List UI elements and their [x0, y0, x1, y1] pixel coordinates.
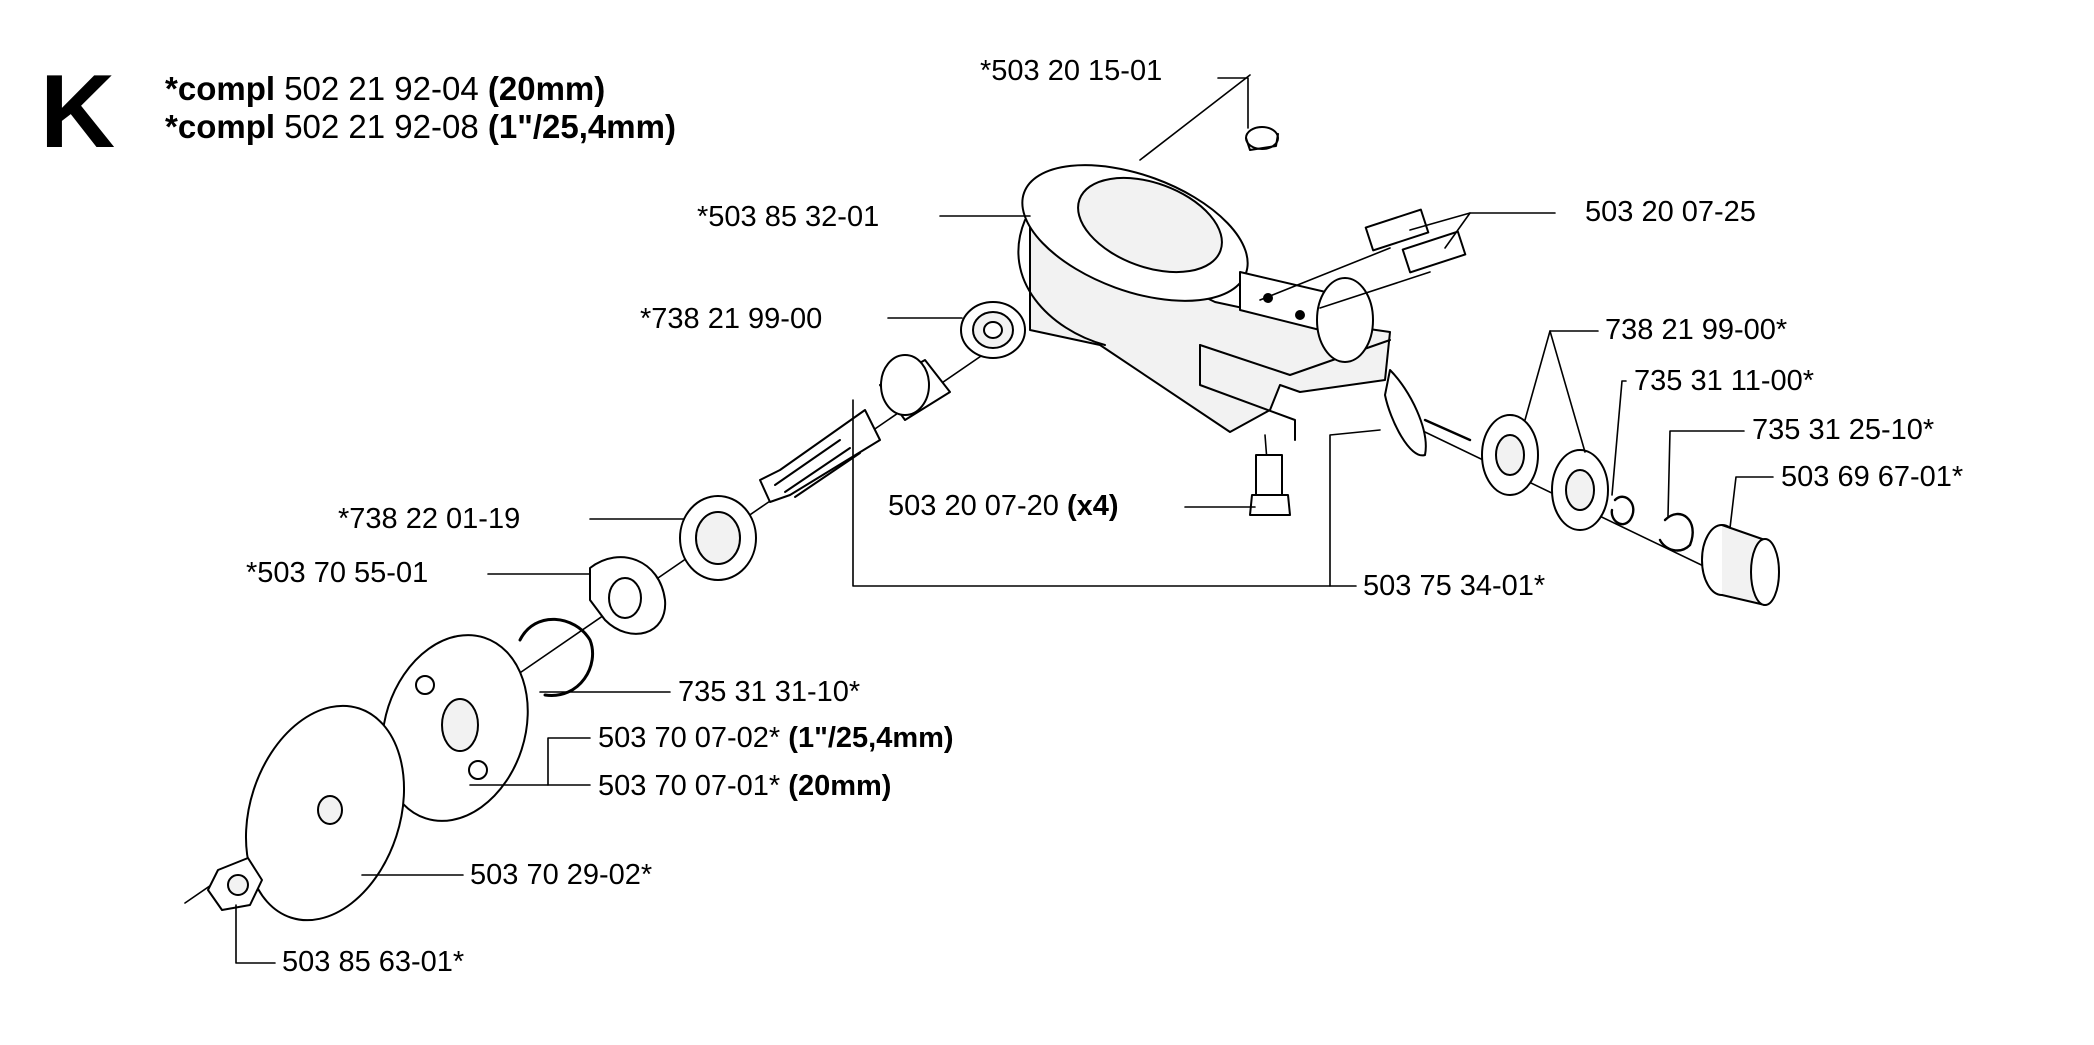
part-label: *503 70 55-01	[246, 557, 429, 589]
thrust-flange	[381, 634, 529, 822]
part-label: 503 69 67-01*	[1781, 461, 1964, 493]
circlip-left	[518, 617, 595, 697]
part-label: 503 20 07-25	[1585, 196, 1756, 228]
part-label: 735 31 25-10*	[1752, 414, 1935, 446]
housing-bottom-screw	[1249, 434, 1291, 516]
bevel-gear	[1384, 369, 1472, 457]
bearing-cap	[1701, 524, 1780, 606]
compl-prefix: *compl	[165, 108, 276, 145]
part-number: 503 20 07-20	[888, 490, 1059, 522]
complete-assembly-20mm: *compl 502 21 92-04 (20mm)	[165, 72, 605, 105]
nut	[207, 857, 263, 911]
bearing-left	[960, 301, 1026, 359]
compl-number: 502 21 92-08	[284, 108, 479, 145]
part-quantity: (x4)	[1067, 490, 1119, 522]
leader-lines	[235, 77, 1774, 964]
part-label: 735 31 11-00*	[1634, 365, 1815, 397]
part-size: (1"/25,4mm)	[788, 722, 954, 754]
part-label: 735 31 31-10*	[678, 676, 861, 708]
part-size: (20mm)	[788, 770, 892, 802]
compl-number: 502 21 92-04	[284, 70, 479, 107]
compl-size: (20mm)	[487, 70, 606, 107]
circlip-right-2	[1658, 513, 1694, 552]
part-label: 503 85 63-01*	[282, 946, 465, 978]
part-label: 503 20 07-20 (x4)	[888, 492, 1119, 521]
part-label: *738 21 99-00	[640, 303, 823, 335]
part-label: 738 21 99-00*	[1605, 314, 1788, 346]
part-label: *738 22 01-19	[338, 503, 521, 535]
part-label: *503 20 15-01	[980, 55, 1163, 87]
part-label: 503 70 07-02* (1"/25,4mm)	[598, 724, 954, 753]
compl-size: (1"/25,4mm)	[487, 108, 676, 145]
complete-assembly-1inch: *compl 502 21 92-08 (1"/25,4mm)	[165, 110, 676, 143]
pinion-shaft	[759, 354, 951, 503]
washer-plate	[589, 556, 667, 635]
support-cup	[244, 704, 406, 922]
seal-ring	[679, 495, 757, 581]
bearing-right-2	[1551, 449, 1609, 531]
part-label: 503 70 29-02*	[470, 859, 653, 891]
part-number: 503 70 07-02*	[598, 722, 781, 754]
part-number: 503 70 07-01*	[598, 770, 781, 802]
part-label: *503 85 32-01	[697, 201, 880, 233]
part-label: 503 70 07-01* (20mm)	[598, 772, 891, 801]
top-screw	[1139, 74, 1279, 161]
circlip-right-1	[1610, 495, 1635, 526]
gear-housing	[1017, 164, 1391, 441]
section-letter: K	[40, 54, 116, 170]
compl-prefix: *compl	[165, 70, 276, 107]
part-label: 503 75 34-01*	[1363, 570, 1546, 602]
bearing-right-1	[1481, 414, 1539, 496]
